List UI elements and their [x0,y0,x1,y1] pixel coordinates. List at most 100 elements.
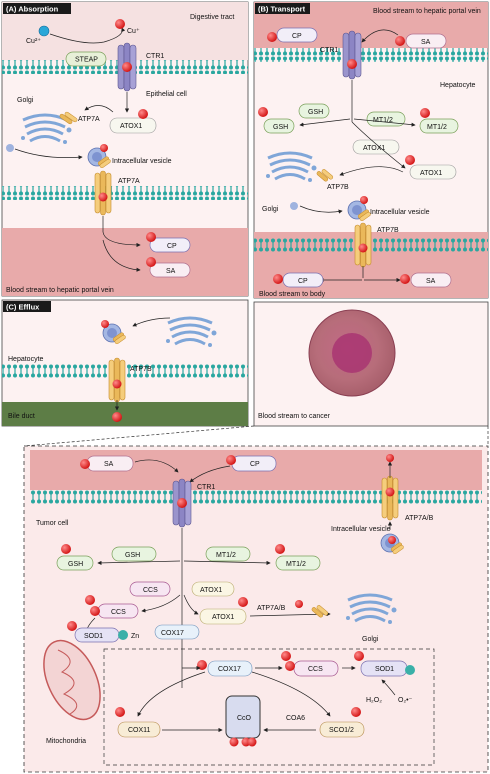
sod1-label-d1: SOD1 [84,633,103,640]
cox17-protein-d1 [154,624,200,640]
sa-label-b: SA [421,39,431,46]
sco-label: SCO1/2 [329,727,354,734]
panel-a-absorption: (A) Absorption Digestive tract Cu²⁺ STEA… [1,1,249,297]
cox17-protein-d2 [207,660,253,677]
ctr1-label: CTR1 [146,53,164,60]
panel-cancer: Blood stream to cancer [253,301,489,427]
ccs-label-d2: CCS [111,609,126,616]
superoxide-label: O₂•⁻ [398,697,413,704]
panel-c-title: (C) Efflux [6,303,40,312]
ctr1-label-d: CTR1 [197,484,215,491]
vesicle-label-b: Intracellular vesicle [370,209,430,216]
copper-ion-icon [115,19,125,29]
mitochondrion-inset [103,648,435,766]
sa-label-d: SA [104,461,114,468]
ccs-protein-d1 [129,581,171,597]
gsh-label-b1: GSH [308,109,323,116]
bile-duct-label: Bile duct [8,413,35,420]
blood-hepatic-label: Blood stream to hepatic portal vein [6,287,114,294]
cox11-protein [117,721,161,738]
digestive-tract-label: Digestive tract [190,14,234,21]
ctr1-transporter-b-icon [342,30,362,80]
sa-protein [149,262,191,278]
cox11-label: COX11 [128,727,151,734]
h2o2-label: H₂O₂ [366,697,382,704]
gsh-label-d2: GSH [68,561,83,568]
atp7ab-transporter-d-icon [381,475,399,521]
cp-label-b: CP [292,33,302,40]
vesicle-label-d: Intracellular vesicle [331,526,391,533]
panel-b-transport: (B) Transport Blood stream to hepatic po… [253,1,489,299]
atp7ab-golgi-label: ATP7A/B [257,605,286,612]
gsh-protein-b2 [263,118,295,134]
gsh-protein-d2 [56,555,94,571]
zinc-ion-icon [118,630,128,640]
ccs-label-d3: CCS [308,666,323,673]
tumor-cell-label: Tumor cell [36,520,69,527]
atp7b-label-c: ATP7B [130,366,152,373]
cu2-ion-icon [38,25,50,37]
atox1-label-b1: ATOX1 [363,145,385,152]
cco-label: CcO [237,715,252,722]
atp7b-golgi-label: ATP7B [327,184,349,191]
sa-protein-b2 [410,272,452,288]
mt-protein-d2 [275,555,321,571]
atox1-label-d1: ATOX1 [200,587,222,594]
atox1-label: ATOX1 [120,123,142,130]
atp7a-golgi-label: ATP7A [78,116,100,123]
mt-label-d1: MT1/2 [216,552,236,559]
gsh-label-d1: GSH [125,552,140,559]
mitochondria-icon [43,639,101,721]
panel-a-title: (A) Absorption [6,5,59,14]
atox1-protein [109,117,157,134]
sa-label-b2: SA [426,278,436,285]
cco-complex [225,695,261,739]
steap-protein [65,51,107,67]
atox1-protein-d2 [199,608,247,625]
coa6-label: COA6 [286,715,305,722]
epithelial-cell-label: Epithelial cell [146,91,187,98]
vesicle-label: Intracellular vesicle [112,158,172,165]
ctr1-label-b: CTR1 [320,47,338,54]
atox1-label-b2: ATOX1 [420,170,442,177]
atp7b-label-b: ATP7B [377,227,399,234]
sa-label: SA [166,268,176,275]
gsh-label-b2: GSH [273,124,288,131]
hepatocyte-label-b: Hepatocyte [440,82,476,89]
atox1-protein-b1 [352,139,400,155]
atox1-protein-d1 [191,581,235,597]
steap-label: STEAP [75,57,98,64]
cp-label-d: CP [250,461,260,468]
cp-protein-b2 [282,272,324,288]
golgi-label: Golgi [17,97,34,104]
gsh-protein-d1 [111,546,157,562]
cu2-label: Cu²⁺ [26,38,41,45]
hepatocyte-label-c: Hepatocyte [8,356,44,363]
cancer-blood-label: Blood stream to cancer [258,413,331,420]
golgi-label-d: Golgi [362,636,379,643]
blood-top-label: Blood stream to hepatic portal vein [373,8,481,15]
mt-protein-b2 [419,118,459,134]
panel-c-efflux: (C) Efflux Hepatocyte ATP7B Bile duct [1,299,249,427]
mt-protein-d1 [205,546,251,562]
cox17-label-d1: COX17 [161,630,184,637]
atp7a-label: ATP7A [118,178,140,185]
atp7ab-top-label: ATP7A/B [405,515,434,522]
zn-label: Zn [131,633,139,640]
sod1-label-d2: SOD1 [375,666,394,673]
sco-protein [319,721,365,738]
mt-protein-b1 [366,111,406,127]
zinc-ion-d-icon [405,665,415,675]
atox1-protein-b2 [409,164,457,180]
cp-protein [149,237,191,253]
ccs-label-d1: CCS [143,587,158,594]
blood-body-label: Blood stream to body [259,291,326,298]
gsh-protein-b1 [298,103,330,119]
atox1-label-d2: ATOX1 [212,614,234,621]
golgi-label-b: Golgi [262,206,279,213]
cp-label: CP [167,243,177,250]
sa-protein-b [405,33,447,49]
mt-label-b2: MT1/2 [427,124,447,131]
cu1-label: Cu⁺ [127,28,140,35]
